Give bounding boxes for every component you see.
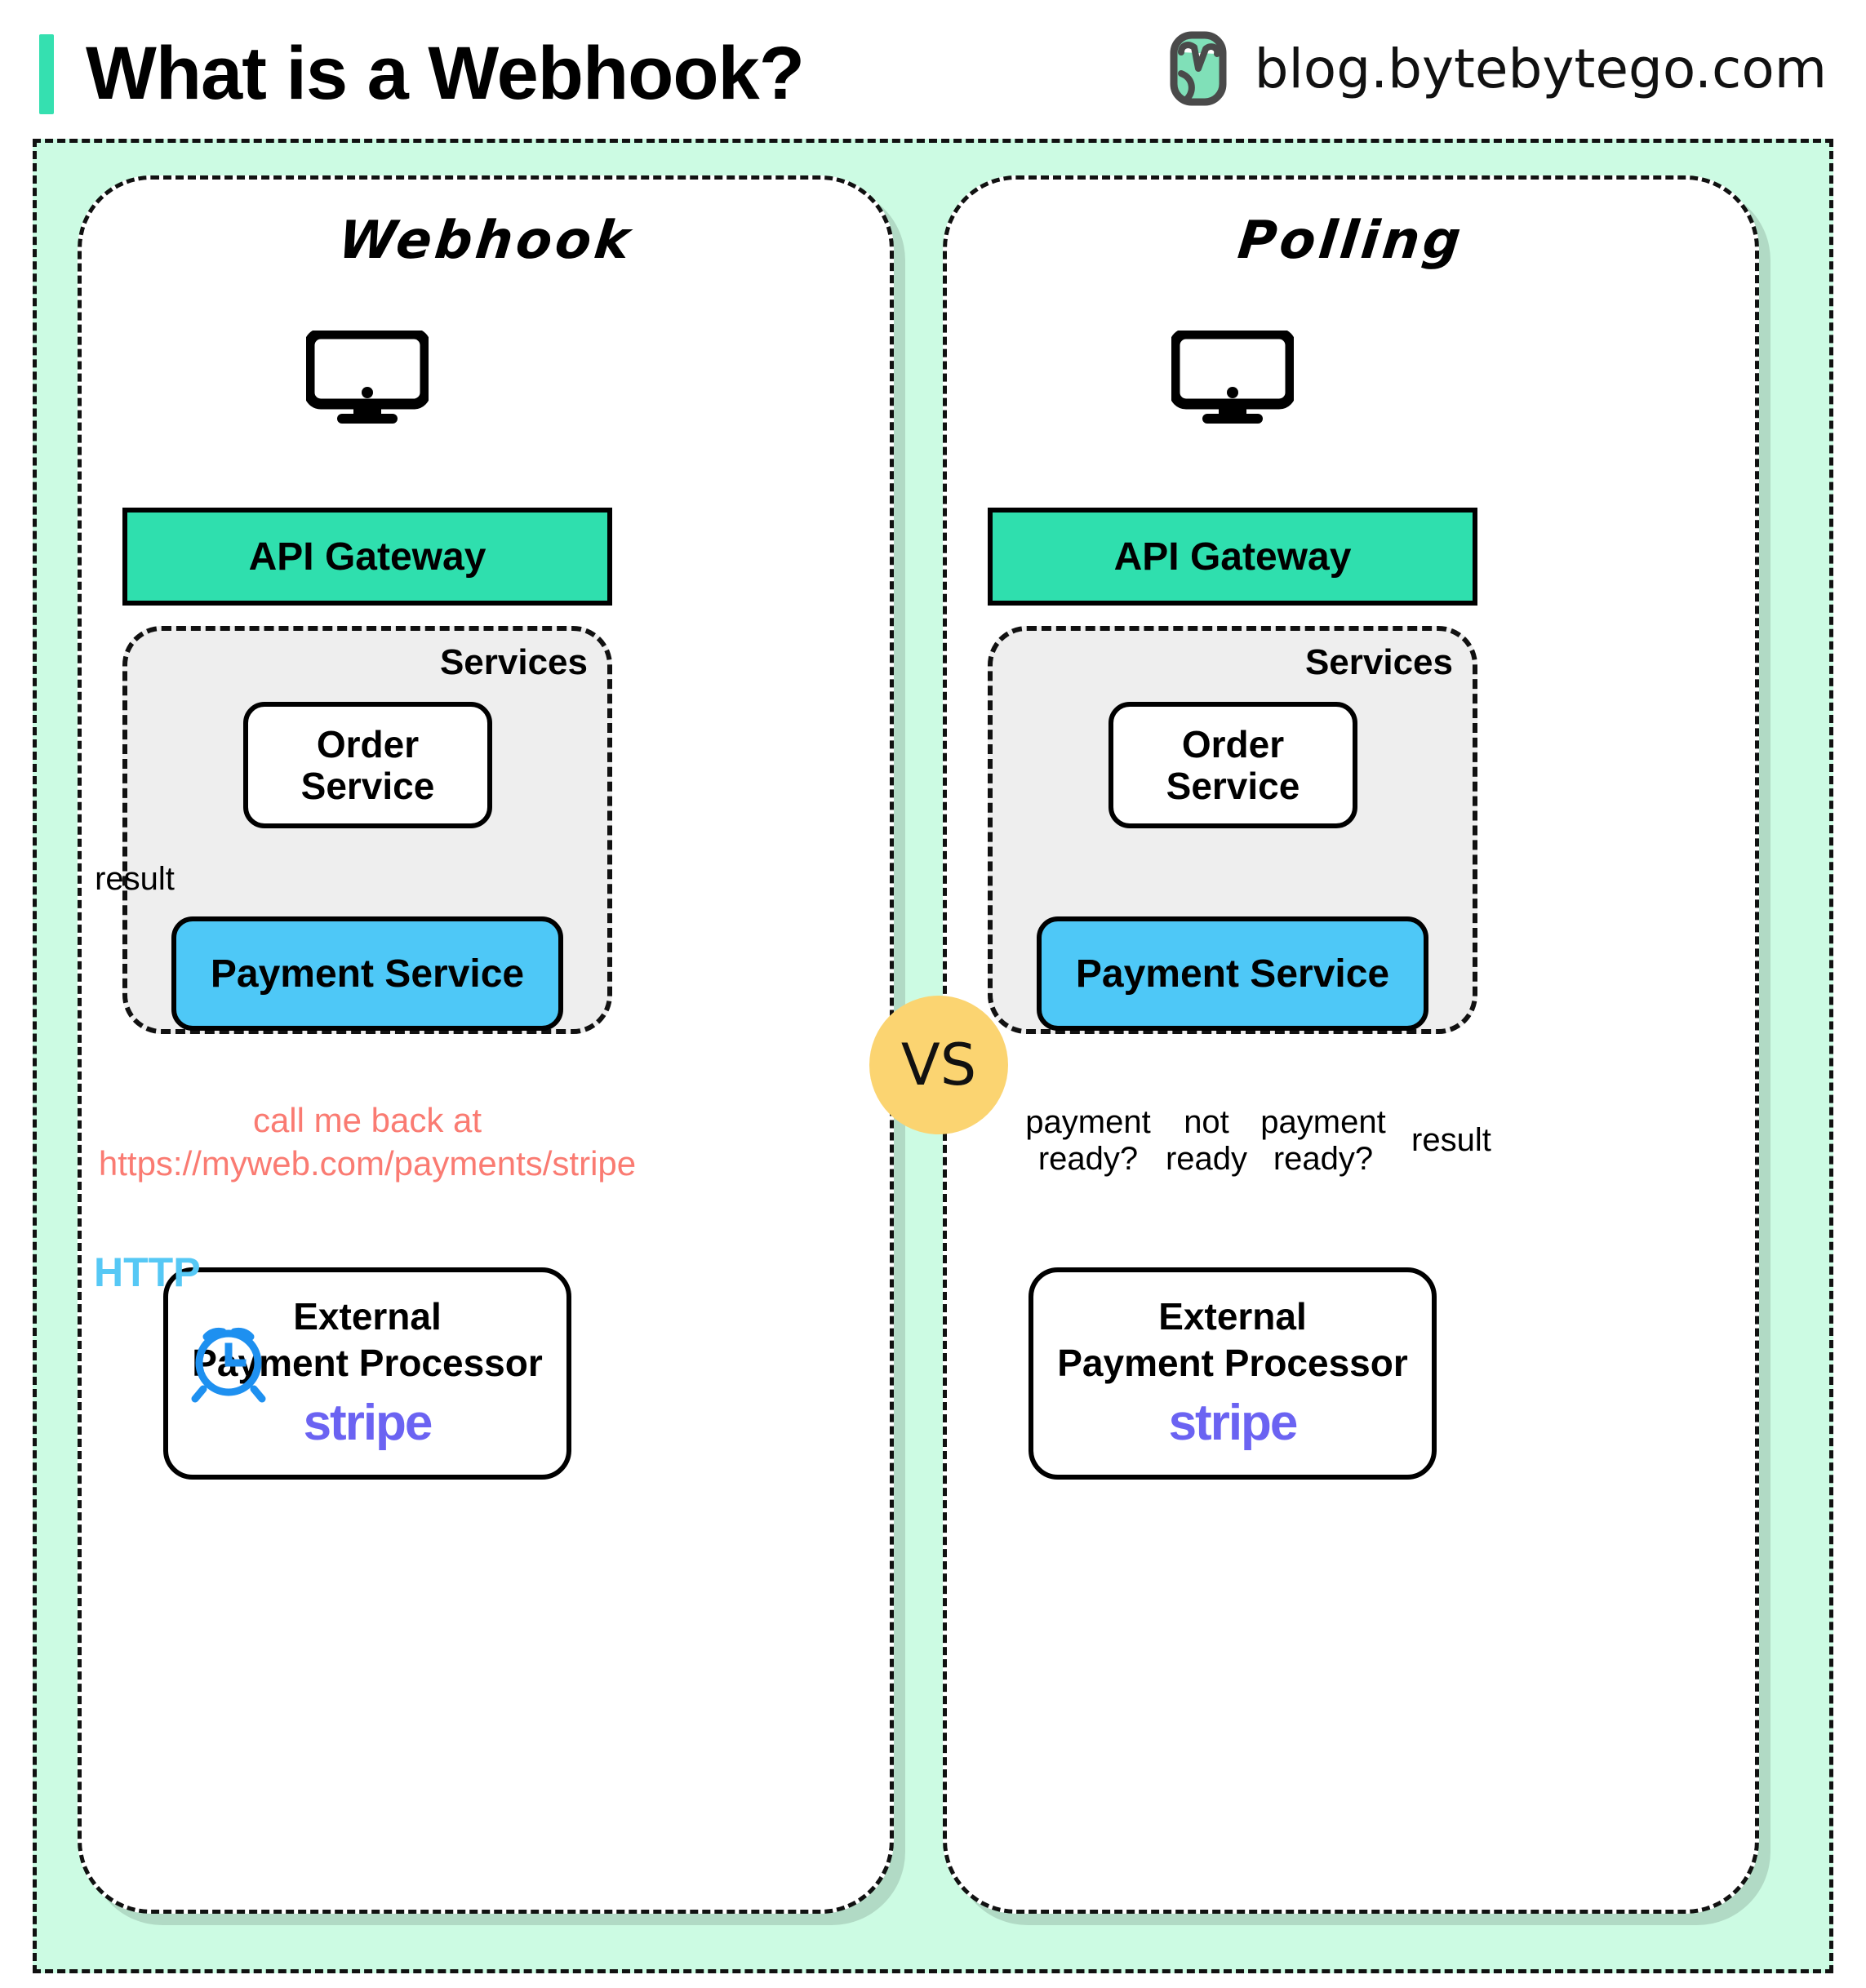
http-label: HTTP	[94, 1249, 201, 1295]
title-accent-bar	[39, 34, 54, 114]
panel-title-webhook: Webhook	[335, 211, 636, 271]
stripe-logo-webhook: stripe	[303, 1394, 433, 1451]
order-service-polling[interactable]: Order Service	[1108, 702, 1357, 828]
page-title: What is a Webhook?	[86, 32, 805, 115]
brand: blog.bytebytego.com	[1170, 31, 1827, 106]
diagram-canvas: Webhook API Gateway Services Order Servi…	[33, 139, 1833, 1973]
panel-polling: Polling	[943, 175, 1759, 1914]
poll-label-result: result	[1411, 1122, 1491, 1158]
external-payment-processor-webhook[interactable]: External Payment Processor stripe	[163, 1267, 571, 1480]
api-gateway-webhook[interactable]: API Gateway	[122, 508, 612, 606]
alarm-clock-icon	[191, 1327, 266, 1403]
external-payment-processor-polling[interactable]: External Payment Processor stripe	[1029, 1267, 1437, 1480]
services-label-webhook: Services	[439, 642, 588, 682]
payment-service-webhook[interactable]: Payment Service	[171, 916, 563, 1031]
stripe-logo-polling: stripe	[1168, 1394, 1299, 1451]
monitor-icon	[1171, 331, 1294, 424]
poll-label-payment-ready-2: payment ready?	[1260, 1104, 1386, 1177]
api-gateway-polling[interactable]: API Gateway	[988, 508, 1477, 606]
poll-label-payment-ready-1: payment ready?	[1025, 1104, 1151, 1177]
services-label-polling: Services	[1304, 642, 1453, 682]
brand-url: blog.bytebytego.com	[1254, 37, 1827, 100]
poll-label-not-ready: not ready	[1165, 1104, 1248, 1177]
order-service-webhook[interactable]: Order Service	[243, 702, 492, 828]
bytebytego-logo-icon	[1170, 31, 1227, 106]
monitor-icon	[306, 331, 429, 424]
panel-title-polling: Polling	[1235, 211, 1467, 271]
payment-service-polling[interactable]: Payment Service	[1037, 916, 1428, 1031]
header: What is a Webhook? blog.bytebytego.com	[0, 0, 1866, 139]
panel-webhook: Webhook	[78, 175, 894, 1914]
vs-badge: VS	[869, 996, 1008, 1134]
result-label-webhook: result	[95, 861, 175, 897]
callback-annotation: call me back at https://myweb.com/paymen…	[98, 1101, 637, 1183]
